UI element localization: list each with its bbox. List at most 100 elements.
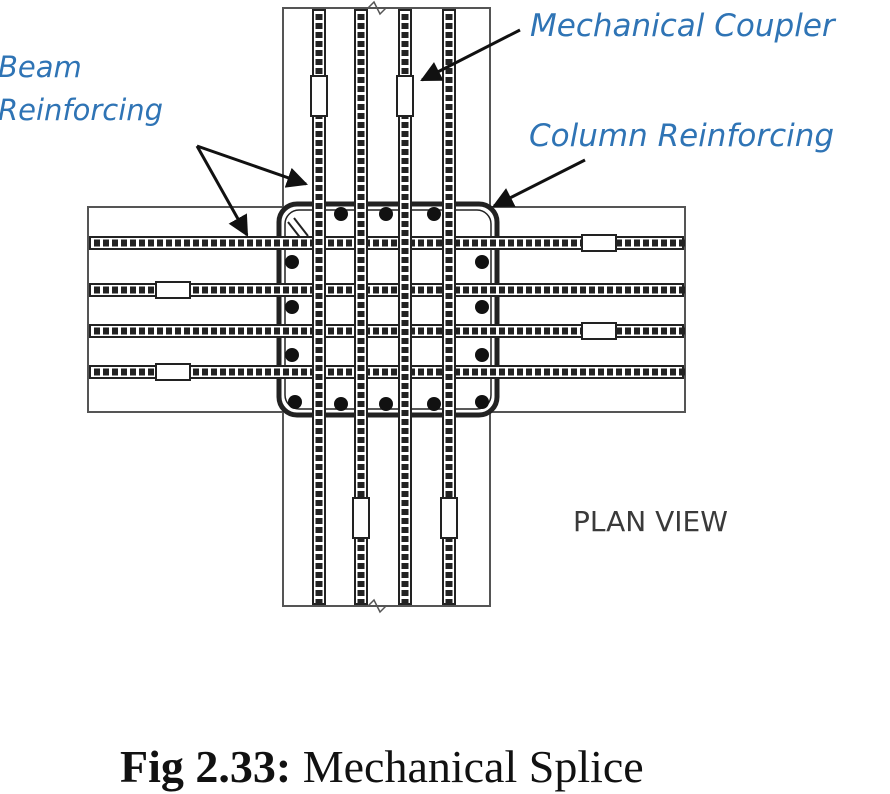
bar-deformation (315, 194, 323, 200)
bar-deformation (130, 368, 136, 376)
bar-deformation (562, 368, 568, 376)
bar-deformation (274, 368, 280, 376)
bar-deformation (535, 239, 541, 247)
bar-deformation (357, 347, 365, 353)
bar-deformation (401, 158, 409, 164)
bar-deformation (337, 327, 343, 335)
bar-deformation (652, 368, 658, 376)
bar-deformation (401, 428, 409, 434)
bar-deformation (401, 131, 409, 137)
bar-deformation (401, 545, 409, 551)
bar-deformation (589, 368, 595, 376)
bar-deformation (401, 365, 409, 371)
column-bar-dot (379, 207, 393, 221)
bar-deformation (94, 239, 100, 247)
bar-deformation (401, 455, 409, 461)
bar-deformation (346, 327, 352, 335)
bar-deformation (445, 131, 453, 137)
bar-deformation (166, 327, 172, 335)
bar-deformation (315, 239, 323, 245)
bar-deformation (508, 239, 514, 247)
bar-deformation (130, 239, 136, 247)
column-bar-dot (285, 348, 299, 362)
bar-deformation (315, 140, 323, 146)
bar-deformation (139, 239, 145, 247)
bar-deformation (292, 327, 298, 335)
column-longitudinal-bars (285, 207, 489, 411)
arrow-beam-1 (196, 144, 308, 188)
bar-deformation (463, 286, 469, 294)
bar-deformation (401, 572, 409, 578)
bar-deformation (292, 286, 298, 294)
bar-deformation (401, 32, 409, 38)
bar-deformation (373, 368, 379, 376)
bar-deformation (121, 239, 127, 247)
bar-deformation (247, 327, 253, 335)
bar-deformation (445, 194, 453, 200)
bar-deformation (220, 368, 226, 376)
bar-deformation (544, 286, 550, 294)
bar-deformation (401, 500, 409, 506)
bar-deformation (315, 563, 323, 569)
bar-deformation (315, 230, 323, 236)
bar-deformation (634, 286, 640, 294)
bar-deformation (139, 286, 145, 294)
bar-deformation (357, 41, 365, 47)
coupler (352, 497, 370, 539)
bar-deformation (401, 275, 409, 281)
bar-deformation (373, 286, 379, 294)
bar-deformation (357, 365, 365, 371)
bar-deformation (553, 368, 559, 376)
bar-deformation (315, 401, 323, 407)
bar-deformation (553, 327, 559, 335)
bar-deformation (616, 286, 622, 294)
bar-deformation (445, 104, 453, 110)
bar-deformation (357, 374, 365, 380)
bar-deformation (454, 239, 460, 247)
bar-deformation (445, 383, 453, 389)
bar-deformation (357, 221, 365, 227)
bar-deformation (544, 368, 550, 376)
bar-deformation (184, 239, 190, 247)
bar-deformation (401, 419, 409, 425)
bar-deformation (463, 327, 469, 335)
bar-deformation (315, 23, 323, 29)
bar-deformation (315, 311, 323, 317)
coupler (155, 363, 191, 381)
bar-deformation (526, 368, 532, 376)
bar-deformation (357, 50, 365, 56)
bar-deformation (202, 239, 208, 247)
column-bar-dot (334, 397, 348, 411)
bar-deformation (229, 368, 235, 376)
bar-deformation (401, 122, 409, 128)
bar-deformation (357, 338, 365, 344)
bar-deformation (490, 327, 496, 335)
bar-deformation (401, 473, 409, 479)
bar-deformation (315, 68, 323, 74)
bar-deformation (382, 286, 388, 294)
bar-deformation (553, 286, 559, 294)
bar-deformation (517, 286, 523, 294)
bar-deformation (211, 368, 217, 376)
column-reinforcing-label: Column Reinforcing (529, 118, 835, 154)
bar-deformation (445, 50, 453, 56)
bar-deformation (427, 286, 433, 294)
bar-deformation (357, 176, 365, 182)
bar-deformation (401, 23, 409, 29)
bar-deformation (256, 239, 262, 247)
bar-deformation (401, 383, 409, 389)
bar-deformation (445, 86, 453, 92)
bar-deformation (357, 491, 365, 497)
bar-deformation (401, 140, 409, 146)
bar-deformation (103, 286, 109, 294)
bar-deformation (315, 347, 323, 353)
bar-deformation (625, 239, 631, 247)
bar-deformation (283, 286, 289, 294)
bar-deformation (580, 368, 586, 376)
bar-deformation (315, 446, 323, 452)
bar-deformation (139, 368, 145, 376)
bar-deformation (315, 185, 323, 191)
bar-deformation (401, 302, 409, 308)
bar-deformation (382, 368, 388, 376)
bar-deformation (472, 286, 478, 294)
